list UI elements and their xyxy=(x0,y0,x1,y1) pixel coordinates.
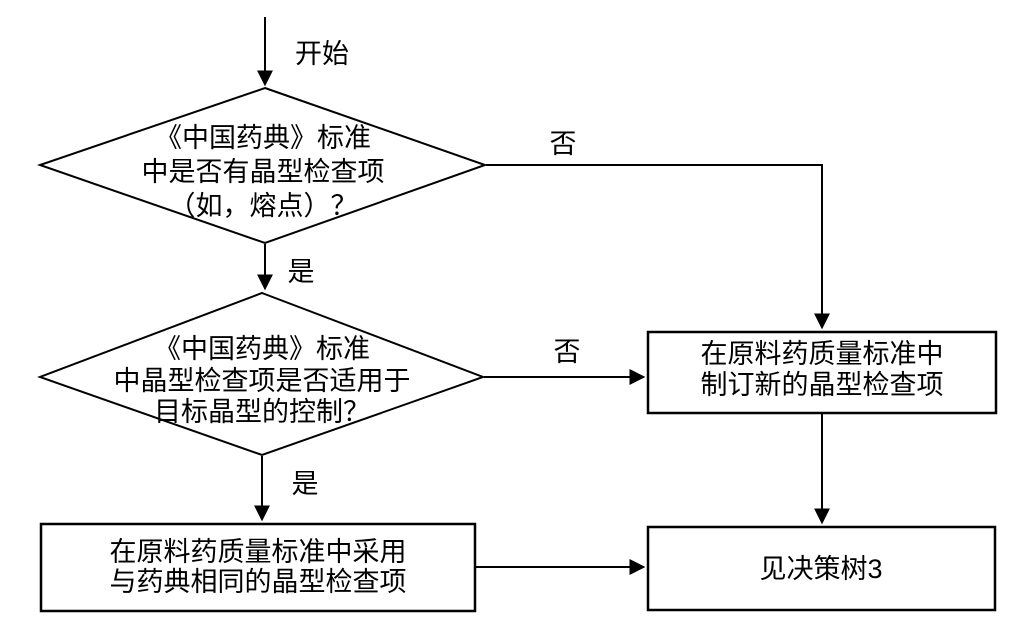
decision2-yes-label: 是 xyxy=(292,469,319,499)
process-new-check-line1: 在原料药质量标准中 xyxy=(701,339,944,369)
decision1-text-line3: （如，熔点）？ xyxy=(169,191,358,221)
process-new-check-box xyxy=(646,330,998,415)
arrow-decision1-no-to-process-new xyxy=(486,164,830,330)
process-same-check-line2: 与药典相同的晶型检查项 xyxy=(110,567,407,597)
decision2-text-line3: 目标晶型的控制？ xyxy=(154,397,370,427)
process-same-check-box xyxy=(39,522,477,613)
terminal-label: 见决策树3 xyxy=(759,554,882,584)
process-same-check-line1: 在原料药质量标准中采用 xyxy=(110,537,407,567)
start-label: 开始 xyxy=(295,39,349,69)
decision1-no-label: 否 xyxy=(550,129,577,159)
process-new-check-line2: 制订新的晶型检查项 xyxy=(701,370,944,400)
decision1-text-line2: 中是否有晶型检查项 xyxy=(142,157,385,187)
decision2-diamond xyxy=(37,291,486,457)
decision1-yes-label: 是 xyxy=(288,257,315,287)
decision1-text-line1: 《中国药典》标准 xyxy=(155,123,371,153)
decision1-diamond xyxy=(36,86,489,245)
decision2-text-line2: 中晶型检查项是否适用于 xyxy=(114,366,411,396)
decision2-no-label: 否 xyxy=(554,337,581,367)
decision2-text-line1: 《中国药典》标准 xyxy=(154,334,370,364)
terminal-box xyxy=(646,525,997,612)
